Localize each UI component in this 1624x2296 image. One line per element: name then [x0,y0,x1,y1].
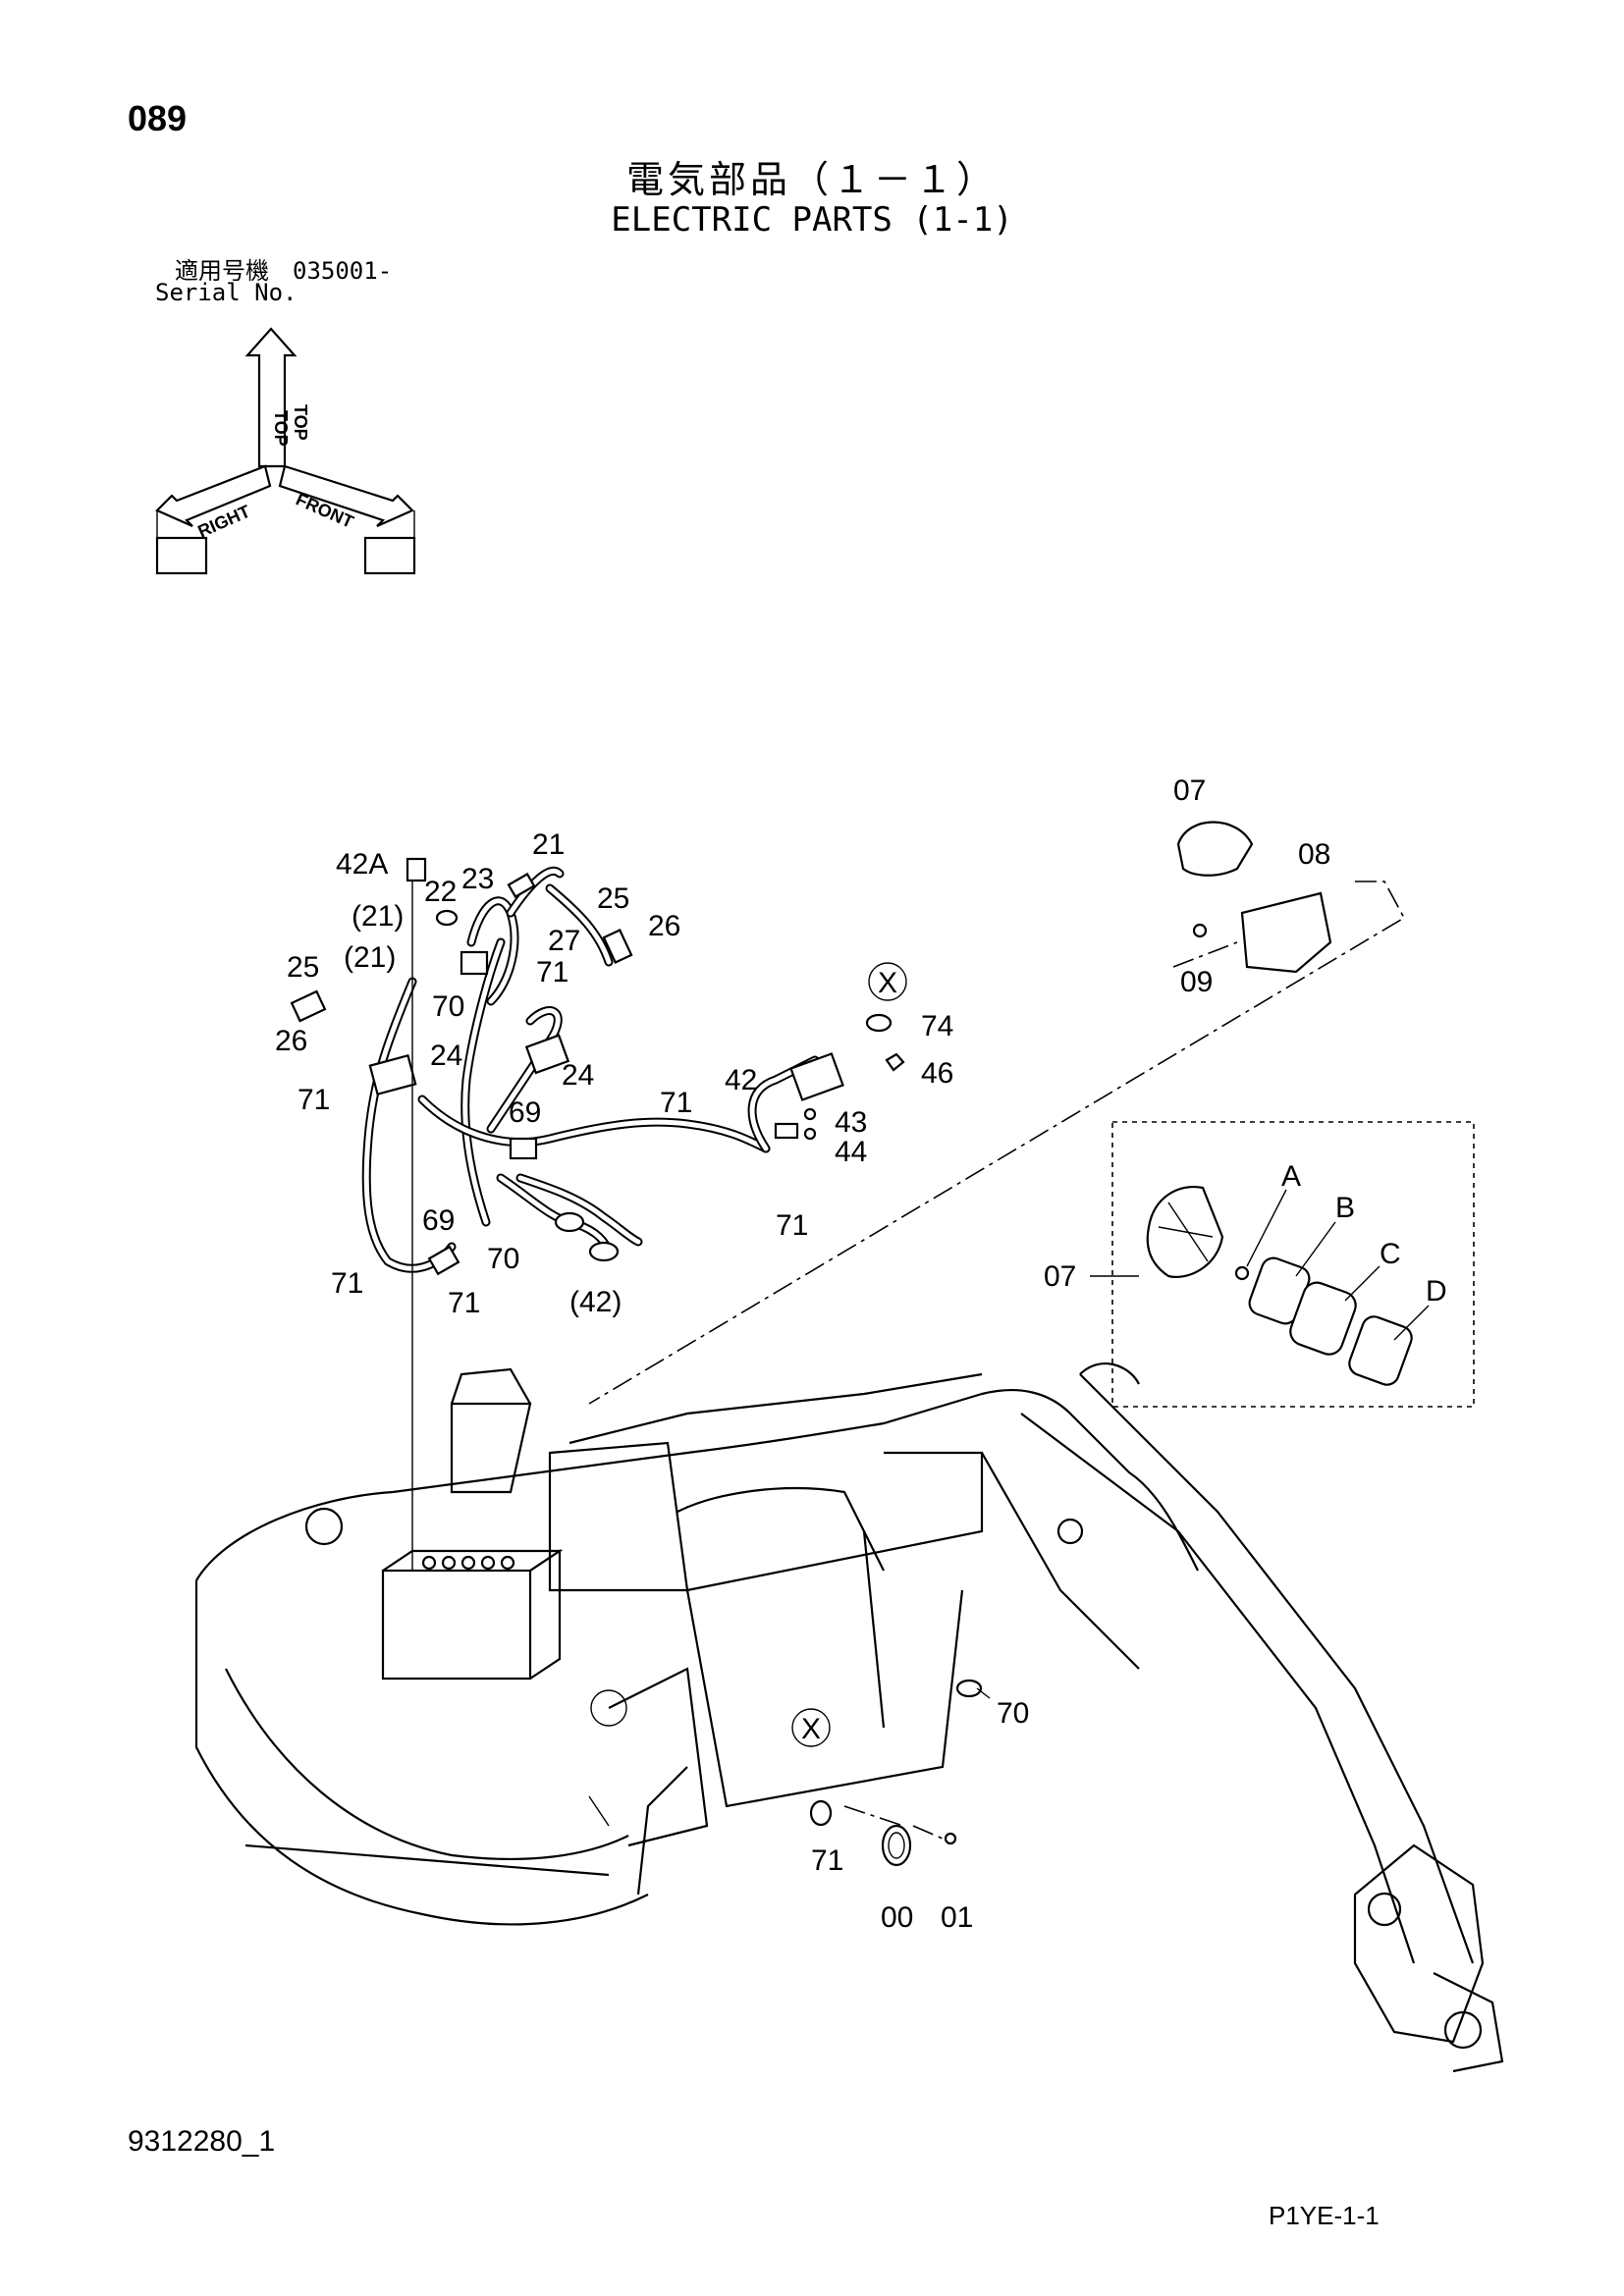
callout-22: 22 [424,876,457,908]
callout-27: 27 [548,925,580,957]
callout-42: 42 [725,1064,757,1096]
callout-21: 21 [532,828,565,861]
callout-44: 44 [835,1136,867,1168]
callout-07-a: 07 [1173,774,1206,807]
lower-parts [809,1679,991,1867]
callout-42A: 42A [336,848,388,881]
callout-00: 00 [881,1901,913,1934]
callout-26-a: 26 [648,910,680,942]
orientation-top-label: TOP [291,404,310,441]
callout-21-ref-a: (21) [352,900,404,933]
callout-A: A [1281,1160,1301,1193]
machine-frame [194,1362,1504,2073]
orientation-top-label-mirror: TOP [271,410,291,447]
callout-71-e: 71 [660,1087,692,1119]
callout-43: 43 [835,1106,867,1139]
callout-C: C [1380,1238,1401,1270]
callout-X-top: X [878,967,897,999]
callout-69-a: 69 [509,1096,541,1129]
serial-label-japanese: 適用号機 035001- [175,257,393,285]
callout-26-b: 26 [275,1025,307,1057]
page-title-english: ELECTRIC PARTS (1-1) [611,200,1013,240]
callout-70-a: 70 [432,990,464,1023]
callout-71-c: 71 [331,1267,363,1300]
callout-B: B [1335,1192,1355,1224]
callout-24-b: 24 [562,1059,594,1092]
callout-70-c: 70 [997,1697,1029,1730]
callout-24-a: 24 [430,1040,462,1072]
callout-42-ref: (42) [569,1286,622,1318]
callout-71-d: 71 [448,1287,480,1319]
sheet-id: P1YE-1-1 [1269,2201,1380,2230]
callout-71-a: 71 [536,956,568,988]
orientation-front-label: FRONT [293,489,356,531]
callout-01: 01 [941,1901,973,1934]
callout-71-g: 71 [811,1844,843,1877]
wire-harness [290,857,905,1669]
callout-21-ref-b: (21) [344,941,396,974]
callout-46: 46 [921,1057,953,1090]
callout-71-b: 71 [298,1084,330,1116]
callout-labels: 42A 21 22 23 (21) (21) 27 25 26 25 26 71… [275,774,1447,1934]
work-lamp-assembly [588,821,1406,1405]
callout-07-b: 07 [1044,1260,1076,1293]
orientation-right-label: RIGHT [194,502,252,542]
orientation-indicator: TOP TOP RIGHT FRONT [155,327,416,575]
callout-23: 23 [461,863,494,895]
callout-09: 09 [1180,966,1213,998]
callout-08: 08 [1298,838,1330,871]
page-title-japanese: 電気部品（１－１） [625,158,998,201]
callout-74: 74 [921,1010,953,1042]
callout-25-b: 25 [287,951,319,984]
serial-label-english: Serial No. [155,279,298,306]
page-number: 089 [128,98,188,138]
callout-69-b: 69 [422,1204,455,1237]
callout-25-a: 25 [597,882,629,915]
lamp-detail-box [1090,1121,1475,1408]
callout-70-b: 70 [487,1243,519,1275]
callout-71-f: 71 [776,1209,808,1242]
callout-D: D [1426,1275,1447,1308]
callout-X-bottom: X [801,1713,821,1745]
document-id: 9312280_1 [128,2125,276,2158]
